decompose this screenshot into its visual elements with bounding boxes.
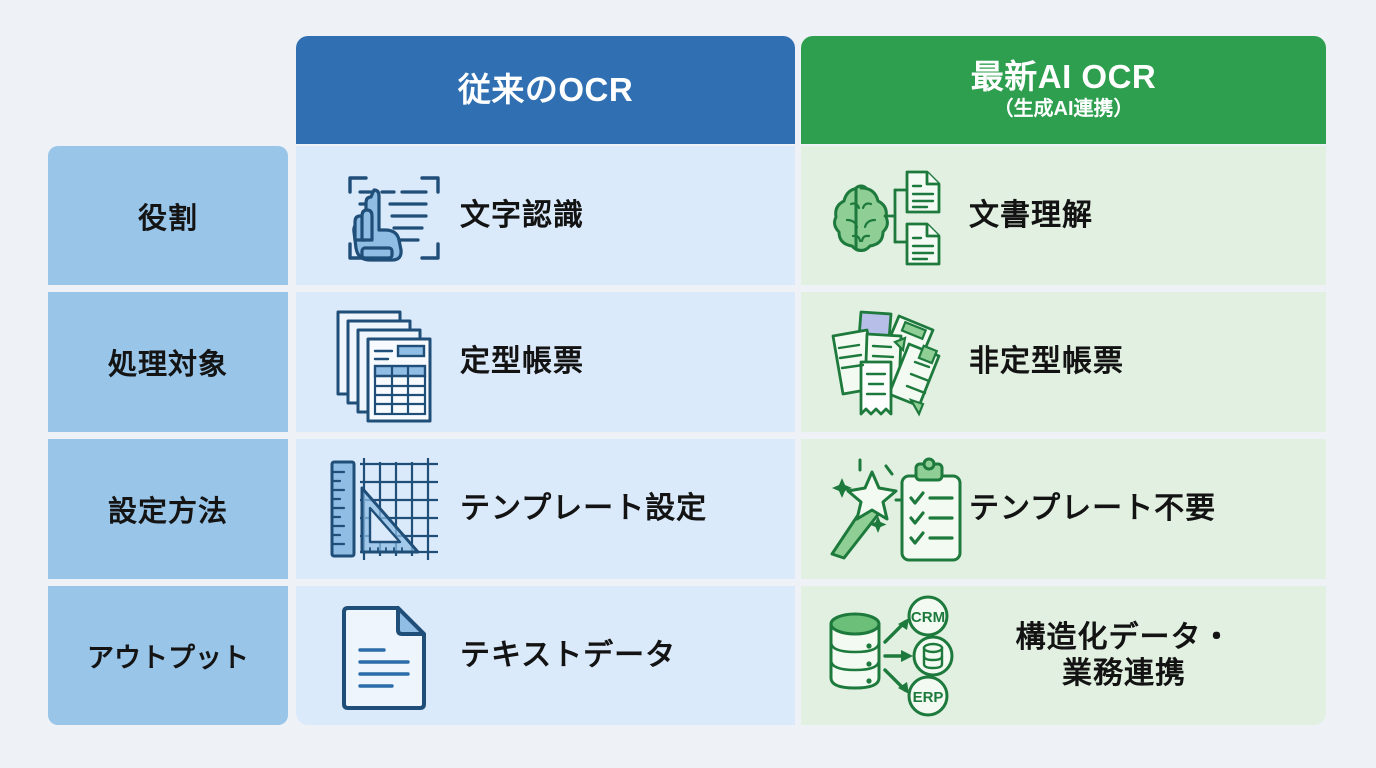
ai-cell-text-line1: 構造化データ・ xyxy=(1015,620,1233,654)
table-row: 設定方法 xyxy=(0,439,1376,579)
database-crm-erp-icon: CRM ERP xyxy=(827,595,954,716)
ruler-grid-template-icon xyxy=(326,449,446,569)
ai-cell: 非定型帳票 xyxy=(801,292,1326,432)
legacy-cell-text: テンプレート設定 xyxy=(460,492,708,525)
table-row: アウトプット テキストデータ xyxy=(0,586,1376,725)
row-label-cell: 処理対象 xyxy=(48,292,288,432)
text-document-icon xyxy=(326,596,446,716)
legacy-cell-text: 文字認識 xyxy=(460,198,584,232)
row-label: 処理対象 xyxy=(107,349,228,381)
row-label: アウトプット xyxy=(87,643,249,673)
row-label-cell: 役割 xyxy=(48,146,288,285)
row-label: 役割 xyxy=(137,202,198,235)
header-ai-subtitle: （生成AI連携） xyxy=(993,97,1134,120)
row-label: 設定方法 xyxy=(107,496,228,528)
ai-cell-text-line2: 業務連携 xyxy=(1062,656,1186,690)
ai-cell-text: テンプレート不要 xyxy=(969,492,1217,525)
ai-cell-text: 構造化データ・ 業務連携 xyxy=(959,620,1289,692)
legacy-cell: テキストデータ xyxy=(296,586,795,725)
legacy-cell: テンプレート設定 xyxy=(296,439,795,579)
scattered-documents-receipt-icon xyxy=(827,302,947,422)
header-ai-ocr: 最新AI OCR （生成AI連携） xyxy=(801,36,1326,144)
legacy-cell: 文字認識 xyxy=(296,146,795,285)
ai-cell-text: 文書理解 xyxy=(969,198,1093,232)
stacked-structured-forms-icon xyxy=(326,302,446,423)
legacy-cell-text: テキストデータ xyxy=(460,638,677,672)
brain-documents-icon xyxy=(827,156,947,276)
pointing-hand-scan-icon xyxy=(326,156,446,276)
ai-cell: CRM ERP 構造化データ・ 業務連携 xyxy=(801,586,1326,725)
legacy-cell: 定型帳票 xyxy=(296,292,795,432)
table-row: 処理対象 xyxy=(0,292,1376,432)
table-row: 役割 xyxy=(0,146,1376,285)
row-label-cell: アウトプット xyxy=(48,586,288,725)
row-label-cell: 設定方法 xyxy=(48,439,288,579)
legacy-cell-text: 定型帳票 xyxy=(460,345,584,378)
crm-badge-label: CRM xyxy=(911,609,945,626)
header-legacy-title: 従来のOCR xyxy=(457,70,634,108)
header-legacy-ocr: 従来のOCR xyxy=(296,36,795,144)
ai-cell: 文書理解 xyxy=(801,146,1326,285)
magic-wand-checklist-icon xyxy=(827,449,962,569)
erp-badge-label: ERP xyxy=(913,689,944,706)
header-ai-title: 最新AI OCR xyxy=(970,58,1157,96)
ai-cell: テンプレート不要 xyxy=(801,439,1326,579)
ai-cell-text: 非定型帳票 xyxy=(969,345,1124,378)
